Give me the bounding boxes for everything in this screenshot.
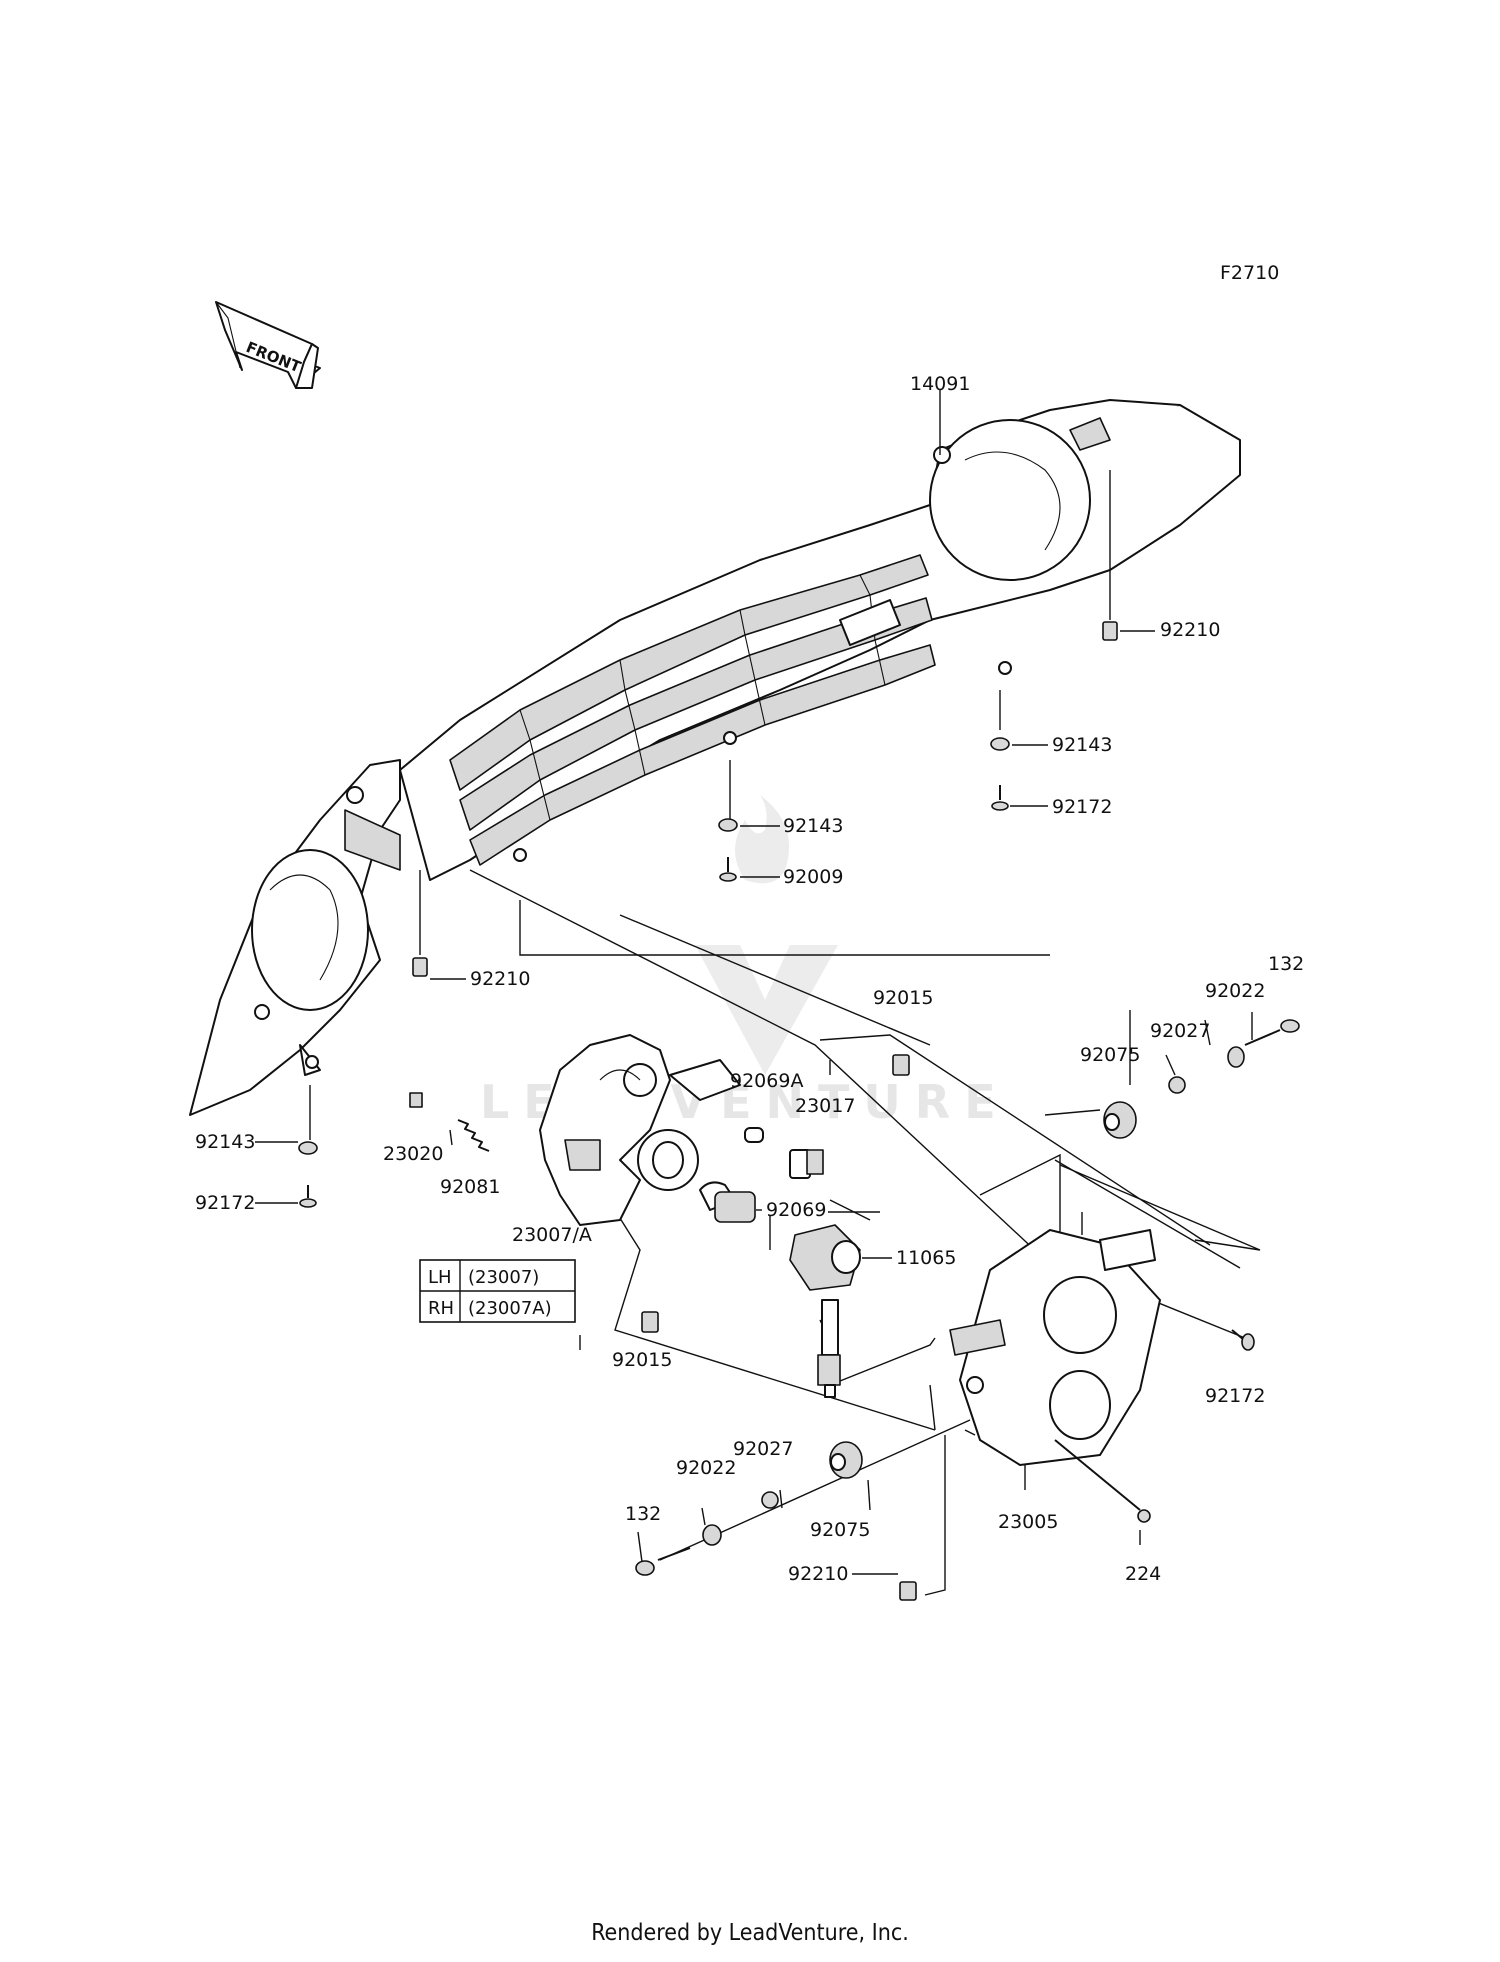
part-label-92075: 92075 [810, 1519, 870, 1541]
part-label-92075: 92075 [1080, 1044, 1140, 1066]
front-arrow-icon: FRONT [215, 301, 321, 389]
part-label-92210: 92210 [788, 1563, 848, 1585]
part-label-92027: 92027 [1150, 1020, 1210, 1042]
washer-92022-upper [1227, 1046, 1245, 1068]
part-label-92210: 92210 [470, 968, 530, 990]
part-label-92081: 92081 [440, 1176, 500, 1198]
clip-92210-upper [1102, 621, 1118, 641]
part-label-92022: 92022 [676, 1457, 736, 1479]
headlight-housing-23005 [949, 1229, 1161, 1466]
socket-11065 [789, 1224, 861, 1398]
collar-92027-lower [761, 1491, 779, 1509]
spring-92081 [457, 1119, 490, 1152]
part-label-14091: 14091 [910, 373, 970, 395]
side-variant-table: LH (23007) RH (23007A) [419, 1259, 576, 1323]
part-label-92172: 92172 [1205, 1385, 1265, 1407]
part-label-92210: 92210 [1160, 619, 1220, 641]
part-label-92015: 92015 [873, 987, 933, 1009]
part-label-92143: 92143 [195, 1131, 255, 1153]
part-label-92022: 92022 [1205, 980, 1265, 1002]
adjuster-23020 [409, 1092, 423, 1108]
part-label-132: 132 [625, 1503, 661, 1525]
part-label-92069A: 92069A [730, 1070, 803, 1092]
part-label-224: 224 [1125, 1563, 1161, 1585]
washer-92022-lower [702, 1524, 722, 1546]
part-label-132: 132 [1268, 953, 1304, 975]
headlight-23007 [539, 1034, 741, 1226]
part-label-11065: 11065 [896, 1247, 956, 1269]
table-cell-part: (23007A) [468, 1298, 552, 1319]
bolt-132-lower [635, 1547, 691, 1576]
footer-credit: Rendered by LeadVenture, Inc. [591, 1920, 909, 1946]
clip-92015-upper [892, 1054, 910, 1076]
bulb-92069 [699, 1181, 756, 1223]
clip-92210-left [412, 957, 428, 977]
part-label-92143: 92143 [783, 815, 843, 837]
diagram-code: F2710 [1220, 262, 1279, 284]
part-label-23017: 23017 [795, 1095, 855, 1117]
part-label-92069: 92069 [766, 1199, 826, 1221]
screw-92172-housing [1231, 1329, 1255, 1351]
headlight-cover-14091 [189, 399, 1241, 1116]
bulb-92069A [744, 1127, 764, 1143]
grommet-92143-center [718, 818, 738, 832]
part-label-92009: 92009 [783, 866, 843, 888]
part-label-23005: 23005 [998, 1511, 1058, 1533]
part-label-92143: 92143 [1052, 734, 1112, 756]
clip-92015-lower [641, 1311, 659, 1333]
part-label-92172: 92172 [195, 1192, 255, 1214]
bulb-23017 [789, 1149, 824, 1179]
table-cell-side: RH [428, 1298, 454, 1319]
table-cell-side: LH [428, 1267, 452, 1288]
damper-92075-lower [829, 1441, 863, 1479]
part-label-92027: 92027 [733, 1438, 793, 1460]
part-label-92172: 92172 [1052, 796, 1112, 818]
part-label-92015: 92015 [612, 1349, 672, 1371]
bolt-132-upper [1244, 1019, 1300, 1046]
grommet-92143-right [990, 737, 1010, 751]
table-cell-part: (23007) [468, 1267, 539, 1288]
clip-92210-lower [899, 1581, 917, 1601]
grommet-92143-left [298, 1141, 318, 1155]
bolt-224 [1054, 1439, 1151, 1523]
part-label-23007A: 23007/A [512, 1224, 592, 1246]
part-label-23020: 23020 [383, 1143, 443, 1165]
screw-92172-left [299, 1185, 317, 1208]
screw-92009 [719, 857, 737, 882]
screw-92172-right [991, 785, 1009, 811]
collar-92027-upper [1168, 1076, 1186, 1094]
damper-92075-upper [1103, 1101, 1137, 1139]
